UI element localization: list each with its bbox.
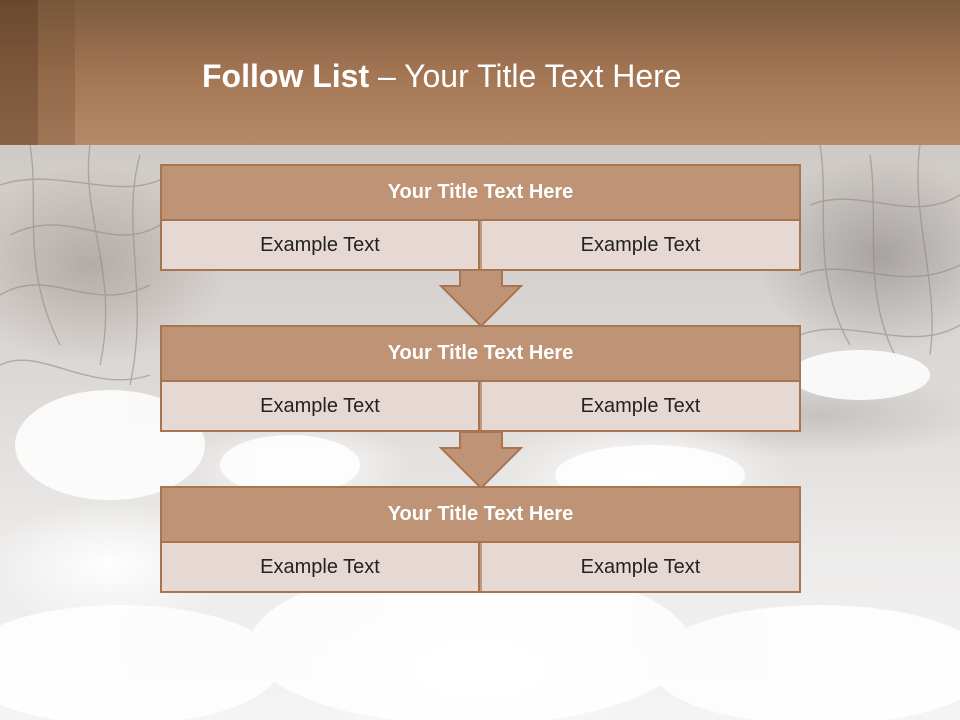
step-cell-left[interactable]: Example Text [162, 543, 480, 591]
slide-title-rest: – Your Title Text Here [369, 58, 682, 94]
header-band: Follow List – Your Title Text Here [0, 0, 960, 145]
slide-title-bold: Follow List [202, 58, 370, 94]
down-arrow-icon [438, 431, 524, 490]
step-title[interactable]: Your Title Text Here [162, 488, 799, 543]
step-cell-right[interactable]: Example Text [482, 382, 799, 430]
process-step-2: Your Title Text Here Example Text Exampl… [160, 325, 801, 432]
step-cell-right[interactable]: Example Text [482, 543, 799, 591]
step-cell-right[interactable]: Example Text [482, 221, 799, 269]
process-step-1: Your Title Text Here Example Text Exampl… [160, 164, 801, 271]
slide-title[interactable]: Follow List – Your Title Text Here [202, 56, 682, 96]
step-title[interactable]: Your Title Text Here [162, 327, 799, 382]
step-cell-left[interactable]: Example Text [162, 221, 480, 269]
step-title[interactable]: Your Title Text Here [162, 166, 799, 221]
header-accent-bar-dark [0, 0, 38, 145]
tree-branches-art [0, 145, 960, 720]
process-step-3: Your Title Text Here Example Text Exampl… [160, 486, 801, 593]
header-accent-bar-mid [38, 0, 75, 145]
step-cell-left[interactable]: Example Text [162, 382, 480, 430]
down-arrow-icon [438, 269, 524, 328]
